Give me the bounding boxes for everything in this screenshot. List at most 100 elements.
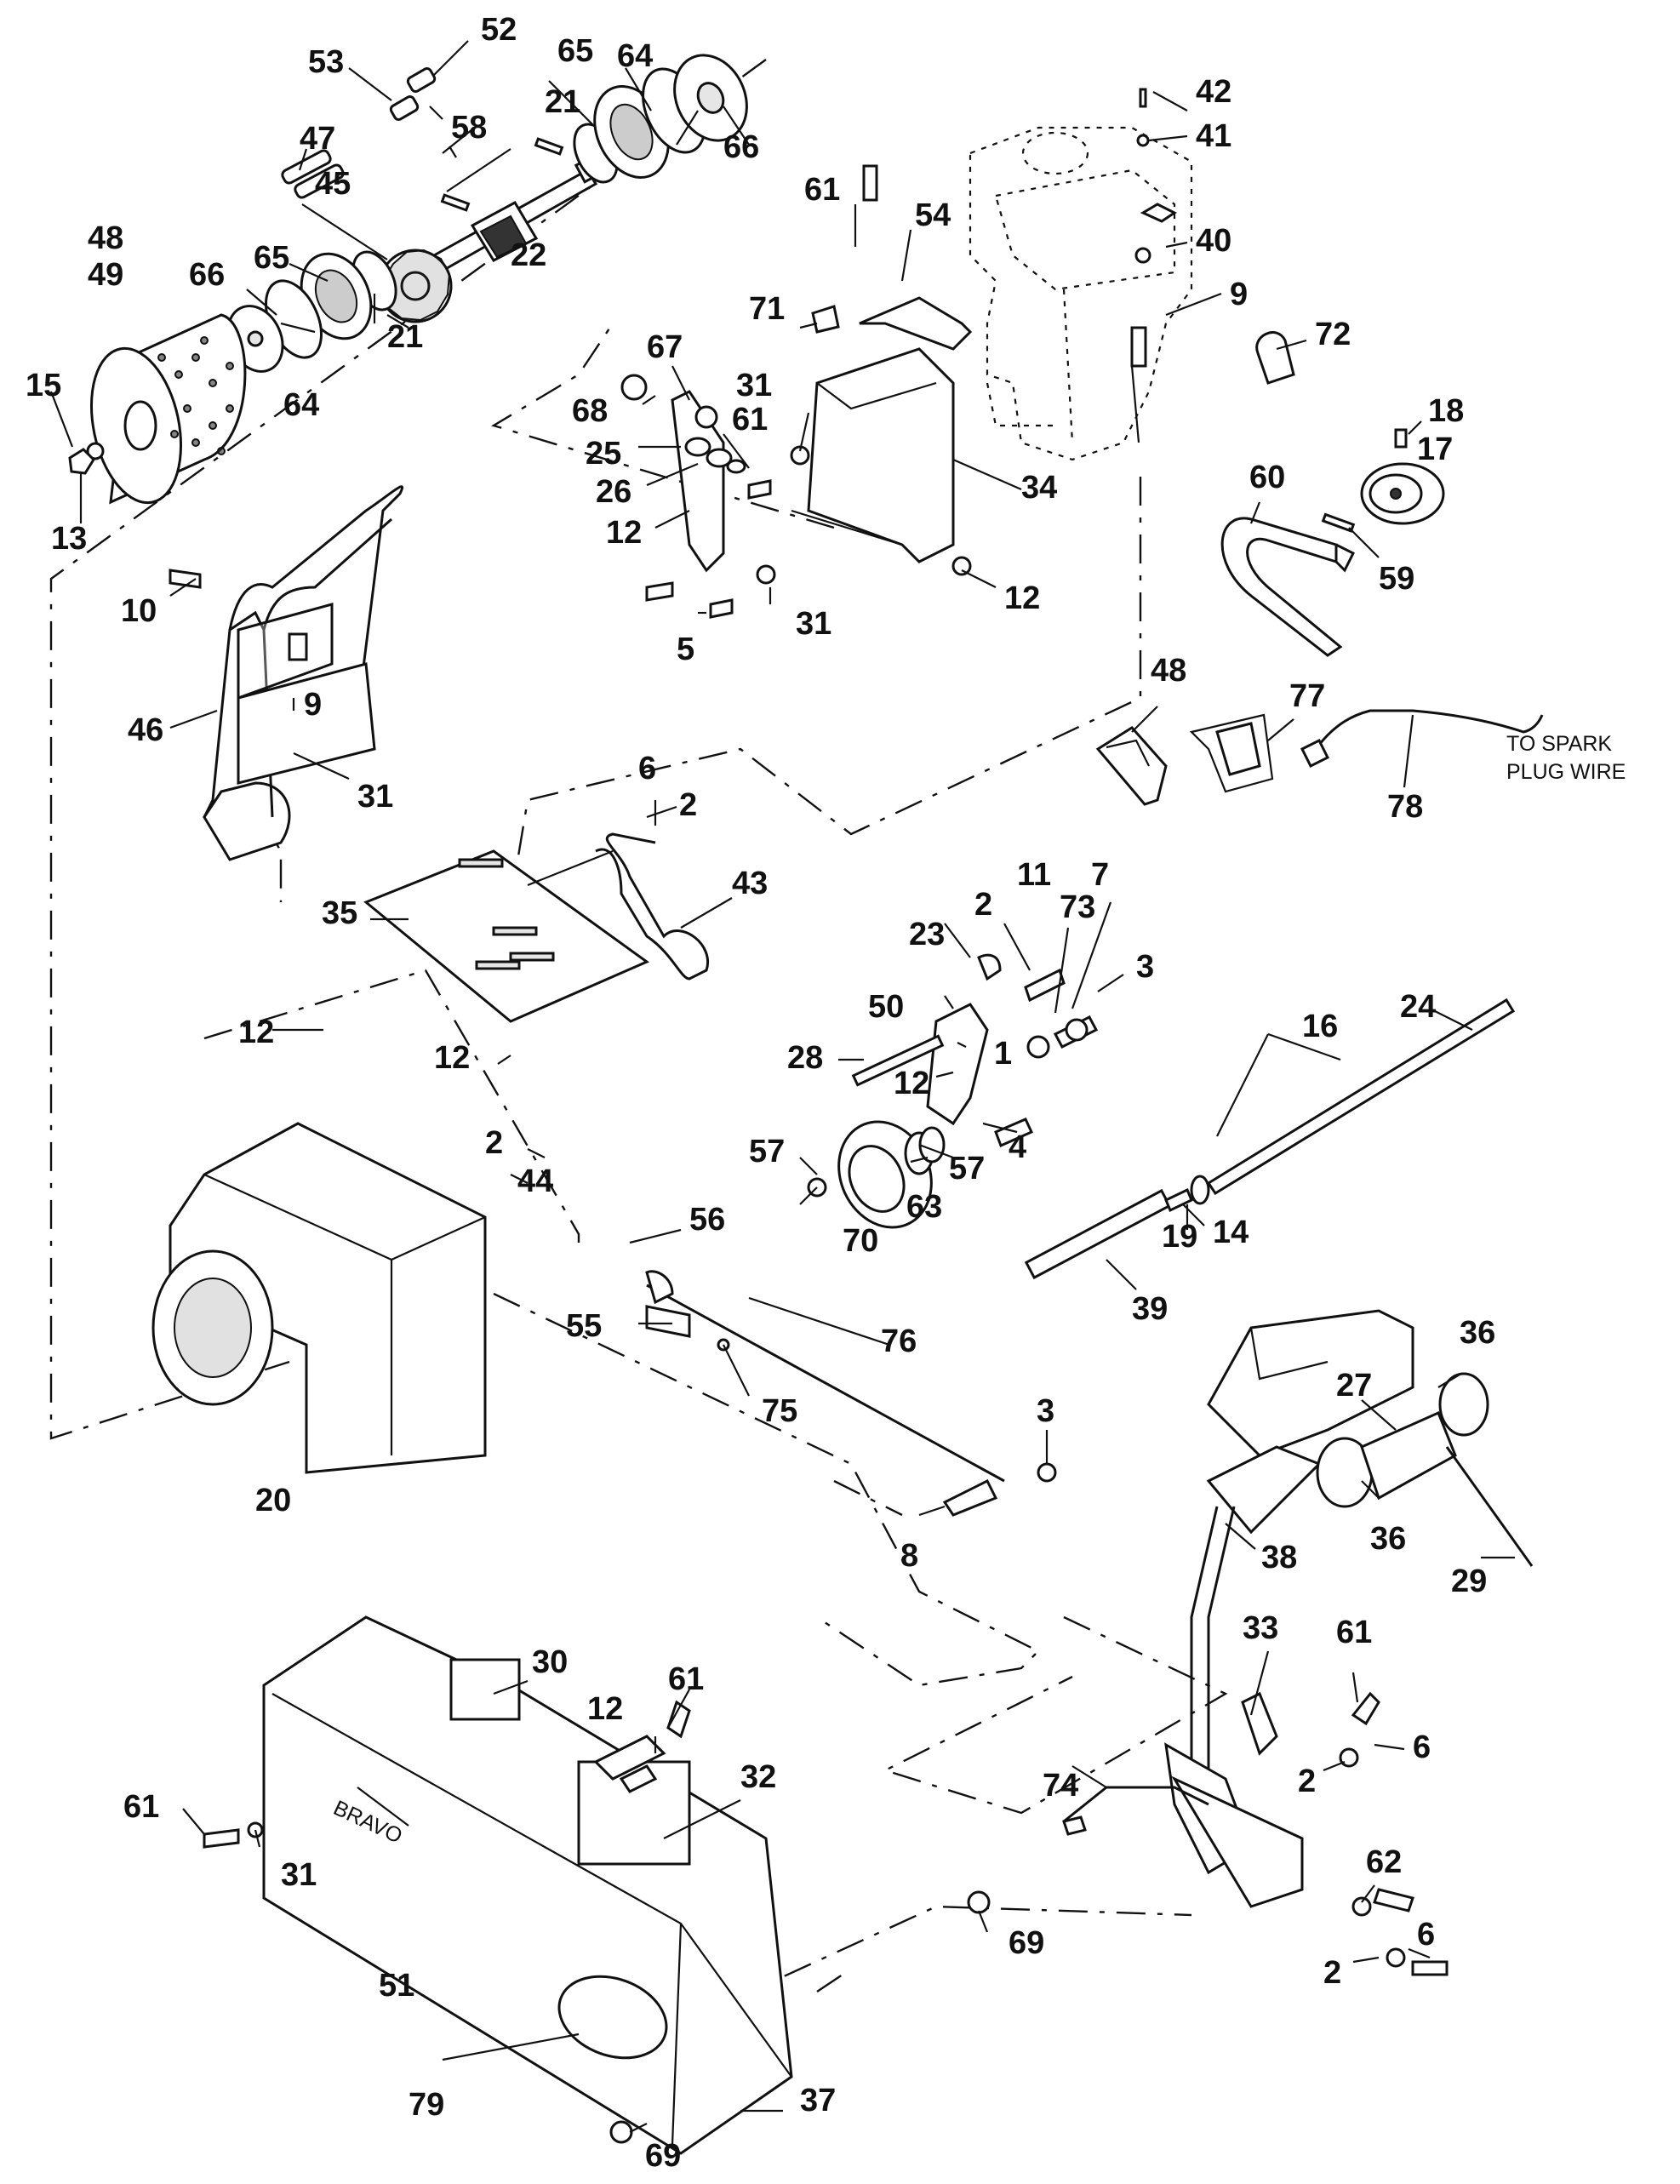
callout-6c: 6 <box>1417 1917 1435 1952</box>
callout-64: 64 <box>617 38 653 74</box>
handle-frame <box>203 485 404 861</box>
callout-12d: 12 <box>434 1040 470 1076</box>
callout-65: 65 <box>557 33 593 69</box>
callout-56: 56 <box>689 1202 725 1238</box>
drive-rod <box>645 1270 1057 1517</box>
callout-2e: 2 <box>1323 1955 1341 1991</box>
callout-20: 20 <box>255 1483 291 1518</box>
callout-10: 10 <box>121 593 157 629</box>
callout-17: 17 <box>1417 432 1453 467</box>
callout-32: 32 <box>740 1759 776 1795</box>
callout-75: 75 <box>762 1393 797 1429</box>
callout-26: 26 <box>596 474 631 510</box>
safety-switch <box>1095 709 1544 806</box>
control-shaft <box>1024 998 1516 1280</box>
callout-61: 61 <box>804 172 840 208</box>
belt-and-pulley <box>1220 462 1445 657</box>
leader-lines <box>49 40 1515 2133</box>
callout-54: 54 <box>915 197 951 233</box>
callout-29: 29 <box>1451 1564 1487 1599</box>
callout-68: 68 <box>572 393 608 429</box>
fastener-set <box>169 88 1408 763</box>
callout-30: 30 <box>532 1644 568 1680</box>
callout-61e: 61 <box>123 1789 159 1825</box>
callout-34: 34 <box>1021 470 1057 506</box>
callout-50: 50 <box>868 989 904 1025</box>
callout-21b: 21 <box>387 319 423 355</box>
callout-12: 12 <box>606 515 642 551</box>
drive-drum <box>68 313 247 505</box>
callout-23: 23 <box>909 917 945 952</box>
callout-61d: 61 <box>668 1661 704 1697</box>
callout-labels: 52 53 47 58 21 65 64 66 45 48 49 65 66 2… <box>26 12 1626 2174</box>
callout-4: 4 <box>1009 1129 1026 1165</box>
callout-65b: 65 <box>254 240 289 276</box>
callout-37: 37 <box>800 2083 836 2118</box>
callout-66b: 66 <box>189 257 225 293</box>
callout-12e: 12 <box>894 1066 929 1101</box>
callout-2: 2 <box>679 787 697 823</box>
callout-66: 66 <box>723 129 759 165</box>
callout-12f: 12 <box>587 1691 623 1727</box>
callout-46: 46 <box>128 712 163 748</box>
engine-outline <box>969 126 1193 461</box>
callout-3: 3 <box>1136 949 1154 985</box>
callout-49: 49 <box>88 257 123 293</box>
drive-shaft-assembly <box>378 106 614 323</box>
callout-31c: 31 <box>357 779 393 815</box>
callout-31b: 31 <box>796 606 831 642</box>
callout-3b: 3 <box>1037 1393 1054 1429</box>
callout-53: 53 <box>308 44 344 80</box>
callout-48b: 48 <box>1151 653 1186 689</box>
callout-51: 51 <box>379 1968 414 2004</box>
callout-33: 33 <box>1243 1610 1278 1646</box>
callout-67: 67 <box>647 329 683 365</box>
callout-39: 39 <box>1132 1291 1168 1327</box>
callout-72: 72 <box>1315 317 1351 352</box>
callout-69b: 69 <box>645 2138 681 2174</box>
misc-washers <box>203 1691 1449 2144</box>
callout-43: 43 <box>732 866 768 901</box>
idler-pulley-assembly <box>807 953 1099 1229</box>
callout-69: 69 <box>1009 1925 1044 1961</box>
callout-59: 59 <box>1379 561 1414 597</box>
assembly-zone-lines <box>49 59 1228 2002</box>
handle-bracket <box>1181 1309 1534 1822</box>
lower-bracket <box>1062 1691 1304 1908</box>
callout-27: 27 <box>1336 1368 1372 1404</box>
callout-13: 13 <box>51 521 87 557</box>
callout-36: 36 <box>1460 1315 1495 1351</box>
callout-31: 31 <box>736 368 772 403</box>
callout-21: 21 <box>545 84 580 120</box>
callout-2b: 2 <box>485 1125 503 1161</box>
callout-15: 15 <box>26 368 61 403</box>
callout-78: 78 <box>1387 789 1423 825</box>
callout-6b: 6 <box>1413 1729 1431 1765</box>
callout-24: 24 <box>1400 989 1436 1025</box>
callout-14: 14 <box>1213 1215 1249 1250</box>
chain-links <box>281 67 564 212</box>
callout-48: 48 <box>88 220 123 256</box>
callout-9b: 9 <box>1230 277 1248 312</box>
callout-62: 62 <box>1366 1844 1402 1880</box>
callout-38: 38 <box>1261 1540 1297 1575</box>
belt-cover: BRAVO <box>262 1615 793 2155</box>
callout-77: 77 <box>1289 678 1325 714</box>
callout-6: 6 <box>638 751 656 786</box>
mounting-bracket <box>620 296 973 573</box>
callout-40: 40 <box>1196 223 1231 259</box>
callout-18: 18 <box>1428 393 1464 429</box>
lower-bearing-stack <box>226 250 397 373</box>
callout-7: 7 <box>1091 857 1109 893</box>
callout-79: 79 <box>409 2087 444 2123</box>
callout-11: 11 <box>1017 857 1051 893</box>
callout-16: 16 <box>1302 1009 1338 1044</box>
callout-52: 52 <box>481 12 517 48</box>
spark-plug-note-line2: PLUG WIRE <box>1506 760 1626 784</box>
callout-12b: 12 <box>1004 580 1040 616</box>
callout-8: 8 <box>900 1538 918 1574</box>
callout-31d: 31 <box>281 1857 317 1893</box>
callout-58: 58 <box>451 110 487 146</box>
callout-70: 70 <box>843 1223 878 1259</box>
